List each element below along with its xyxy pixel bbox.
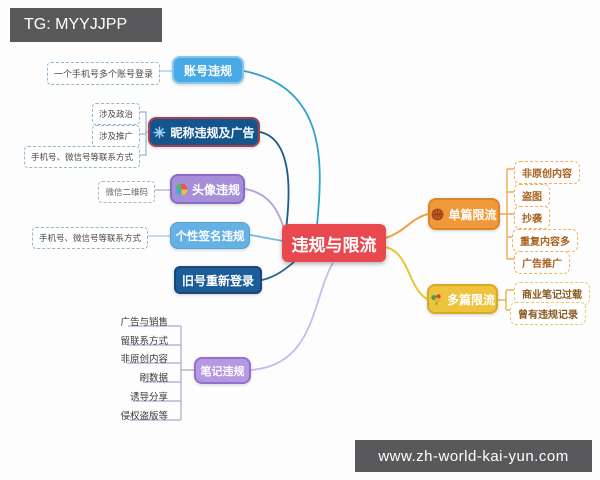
leaf-topic[interactable]: 刷数据 bbox=[139, 373, 168, 384]
branch-single-post-throttle[interactable]: 单篇限流 bbox=[428, 198, 500, 230]
leaf-topic[interactable]: 涉及政治 bbox=[91, 103, 140, 125]
leaf-topic[interactable]: 广告推广 bbox=[514, 251, 570, 274]
branch-old-account-relogin[interactable]: 旧号重新登录 bbox=[174, 266, 262, 294]
leaf-topic[interactable]: 一个手机号多个账号登录 bbox=[46, 62, 160, 85]
branch-note-violation[interactable]: 笔记违规 bbox=[194, 357, 251, 384]
branch-label: 多篇限流 bbox=[446, 292, 495, 307]
branch-multi-post-throttle[interactable]: 多篇限流 bbox=[427, 284, 498, 314]
leaf-topic[interactable]: 盗图 bbox=[514, 184, 550, 207]
leaf-topic[interactable]: 非原创内容 bbox=[120, 354, 168, 365]
branch-signature-violation[interactable]: 个性签名违规 bbox=[170, 222, 250, 249]
leaf-topic[interactable]: 微信二维码 bbox=[98, 181, 155, 203]
branch-account-violation[interactable]: 账号违规 bbox=[172, 56, 244, 84]
orange-ball-icon bbox=[431, 208, 444, 221]
branch-label: 头像违规 bbox=[191, 182, 240, 197]
leaf-topic[interactable]: 侵权盗版等 bbox=[120, 411, 168, 422]
leaf-topic[interactable]: 抄袭 bbox=[514, 206, 550, 229]
leaf-topic[interactable]: 重复内容多 bbox=[512, 229, 578, 252]
leaf-topic[interactable]: 商业笔记过载 bbox=[514, 282, 590, 305]
branch-label: 单篇限流 bbox=[448, 207, 497, 222]
palette-icon bbox=[175, 183, 188, 196]
branch-avatar-violation[interactable]: 头像违规 bbox=[170, 174, 245, 204]
leaf-topic[interactable]: 涉及推广 bbox=[91, 125, 140, 147]
branch-label: 昵称违规及广告 bbox=[170, 125, 255, 140]
leaf-topic[interactable]: 手机号、微信号等联系方式 bbox=[23, 146, 140, 168]
leaf-topic[interactable]: 手机号、微信号等联系方式 bbox=[31, 227, 148, 249]
branch-nickname-violation[interactable]: 昵称违规及广告 bbox=[148, 117, 260, 147]
leaf-topic[interactable]: 广告与销售 bbox=[120, 317, 168, 328]
bouquet-icon bbox=[430, 293, 443, 306]
website-badge: www.zh-world-kai-yun.com bbox=[355, 440, 592, 472]
center-topic[interactable]: 违规与限流 bbox=[282, 224, 386, 262]
leaf-topic[interactable]: 曾有违规记录 bbox=[510, 302, 586, 325]
sparkle-icon bbox=[153, 126, 166, 139]
leaf-topic[interactable]: 非原创内容 bbox=[514, 161, 580, 184]
telegram-badge: TG: MYYJJPP bbox=[10, 8, 162, 42]
leaf-topic[interactable]: 诱导分享 bbox=[129, 392, 168, 403]
leaf-topic[interactable]: 留联系方式 bbox=[120, 336, 168, 347]
